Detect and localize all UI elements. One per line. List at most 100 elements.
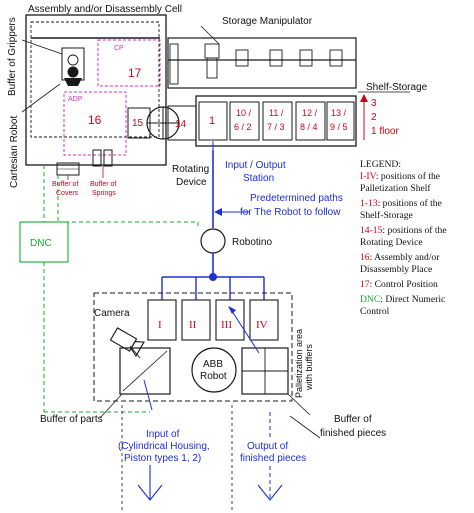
floor-2: 2	[371, 112, 377, 123]
legend-cont-3: Rotating Device	[360, 237, 423, 248]
legend-text-2: : positions of the	[377, 198, 442, 209]
input-of-label-2: (Cylindrical Housing,	[118, 441, 210, 452]
spring-slot-1	[92, 149, 102, 167]
paths-leader-head	[214, 208, 222, 216]
dnc-box	[19, 221, 69, 263]
position-17: 17	[128, 66, 142, 80]
floor-arrow-head	[360, 94, 368, 102]
shelf-cell-10-6-2	[229, 101, 260, 141]
position-14: 14	[175, 119, 187, 130]
legend-text-5: : Control Position	[369, 279, 438, 290]
cartesian-robot-label: Cartesian Robot	[9, 116, 20, 188]
pallet-pos-I-box	[147, 299, 177, 341]
legend-cont-4: Disassembly Place	[360, 264, 433, 275]
shelf-cell-12-bottom: 8 / 4	[300, 122, 318, 132]
legend-key-4: 16	[360, 252, 370, 263]
grippers-leader	[21, 39, 63, 55]
buffer-finished-label-leader	[289, 415, 321, 439]
legend-item-1: I-IV: positions of the	[360, 171, 440, 182]
output-label: Output of	[247, 441, 288, 452]
abb-robot-label-2: Robot	[200, 371, 227, 382]
shelf-storage-label: Shelf-Storage	[366, 82, 428, 93]
control-position-box	[97, 39, 161, 87]
assembly-place-box	[63, 91, 127, 156]
legend-text-3: : positions of the	[382, 225, 447, 236]
buffer-finished-label-2: finished pieces	[320, 428, 386, 439]
pallet-pos-II-box	[181, 299, 211, 341]
palletization-area-label-2: with buffers	[304, 344, 314, 391]
pallet-pos-III-box	[215, 299, 245, 341]
adp-label: ADP	[68, 96, 83, 103]
legend-text-1: : positions of the	[375, 171, 441, 182]
shelf-cell-12-8-4	[295, 101, 326, 141]
legend-title: LEGEND:	[360, 159, 402, 170]
cell-title: Assembly and/or Disassembly Cell	[28, 4, 182, 15]
robotino	[200, 228, 226, 254]
legend-item-5: 17: Control Position	[360, 279, 438, 290]
buffer-parts-label: Buffer of parts	[40, 414, 103, 425]
finished-leader	[229, 307, 260, 354]
pallet-pos-III: III	[221, 319, 232, 331]
shelf-cell-12-top: 12 /	[302, 108, 318, 118]
cp-label: CP	[114, 45, 124, 52]
buffer-springs-label-2: Springs	[92, 190, 116, 197]
manipulator-leader	[200, 25, 220, 45]
input-arrow-head	[137, 484, 163, 501]
cartesian-leader	[21, 83, 61, 113]
camera-label: Camera	[94, 308, 130, 319]
legend-key-6: DNC	[360, 294, 381, 305]
predetermined-paths-label-2: for The Robot to follow	[240, 207, 341, 218]
output-arrow-head	[257, 484, 283, 501]
shelf-cell-10-top: 10 /	[236, 108, 252, 118]
legend-cont-6: Control	[360, 306, 390, 317]
buffer-parts-label-leader	[99, 393, 123, 419]
io-station-label: Input / Output	[225, 160, 286, 171]
buffer-parts-diagonal	[122, 350, 168, 392]
rail-stop-3	[299, 49, 313, 67]
parts-leader	[143, 379, 153, 411]
legend-item-3: 14-15: positions of the	[360, 225, 447, 236]
rail-end-block	[169, 43, 179, 85]
predetermined-paths-label: Predetermined paths	[250, 193, 343, 204]
shelf-cell-11-top: 11 /	[269, 108, 284, 118]
shelf-cell-13-bottom: 9 / 5	[330, 122, 348, 132]
pallet-pos-II: II	[189, 319, 197, 331]
gripper-1	[67, 54, 79, 66]
shelf-storage-frame	[195, 95, 357, 147]
input-of-label: Input of	[146, 429, 180, 440]
cell-frame	[25, 14, 167, 166]
legend-item-4: 16: Assembly and/or	[360, 252, 439, 263]
shelf-cell-13-top: 13 /	[331, 108, 347, 118]
storage-manipulator-rail	[167, 37, 357, 89]
position-15: 15	[132, 118, 144, 129]
buffer-covers-label-2: Covers	[56, 190, 79, 197]
shelf-cell-11-7-3	[262, 101, 293, 141]
io-station-label-2: Station	[243, 173, 274, 184]
legend-key-3: 14-15	[360, 225, 383, 236]
rotating-device-label: Rotating	[172, 164, 209, 175]
pallet-pos-IV-box	[249, 299, 279, 341]
shelf-cell-13-9-5	[326, 101, 355, 141]
position-16: 16	[88, 113, 102, 127]
rail-stop-4	[329, 49, 343, 67]
rotating-device-label-2: Device	[176, 177, 207, 188]
manipulator-arm	[206, 57, 218, 79]
dnc-label: DNC	[30, 238, 52, 249]
robotino-label: Robotino	[232, 237, 272, 248]
shelf-cell-11-bottom: 7 / 3	[267, 122, 285, 132]
legend-text-6: : Direct Numeric	[380, 294, 446, 305]
legend-item-6: DNC: Direct Numeric	[360, 294, 445, 305]
palletization-area	[93, 292, 293, 402]
legend-key-5: 17	[360, 279, 370, 290]
palletization-area-label: Palletization area	[294, 329, 304, 398]
pallet-pos-I: I	[158, 319, 162, 331]
legend-item-2: 1-13: positions of the	[360, 198, 442, 209]
buffer-grippers-label: Buffer of Grippers	[7, 17, 18, 96]
gripper-2	[67, 66, 79, 78]
camera-icon	[109, 327, 145, 357]
output-label-2: finished pieces	[240, 453, 306, 464]
cartesian-work-area	[30, 21, 160, 138]
floor-1: 1 floor	[371, 126, 399, 137]
floor-3: 3	[371, 98, 377, 109]
